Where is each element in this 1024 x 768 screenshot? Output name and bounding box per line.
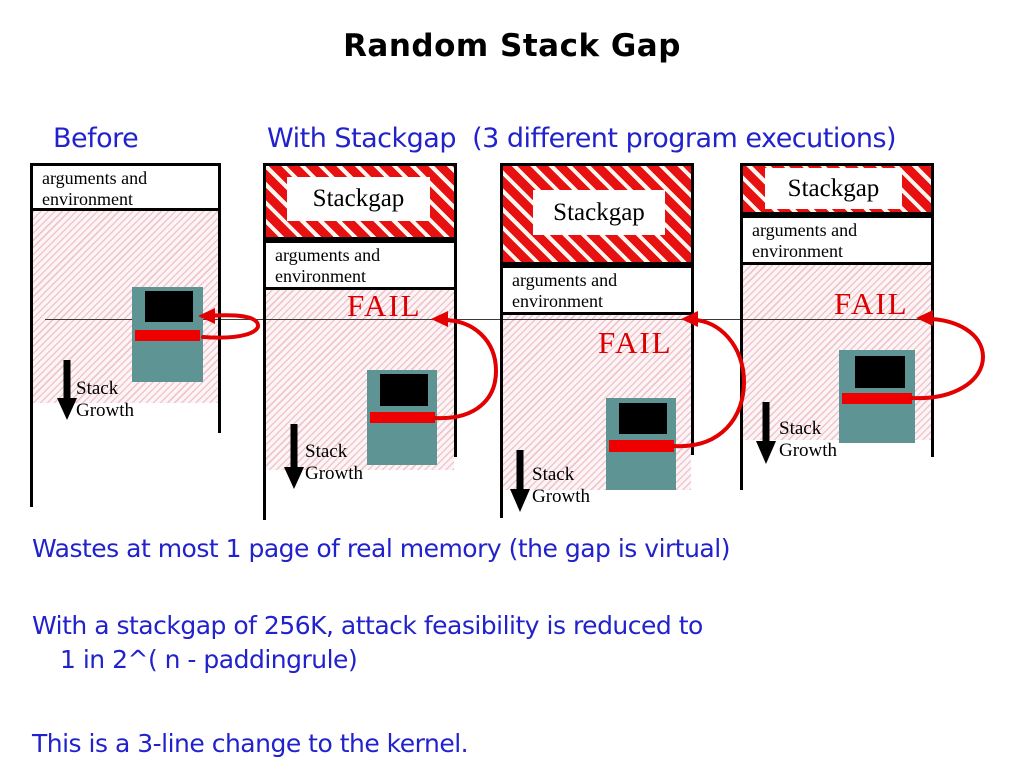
args-env-text: environment xyxy=(42,189,133,209)
args-env-text: environment xyxy=(275,266,366,286)
args-env-text: environment xyxy=(752,241,843,261)
args-env-text: arguments and xyxy=(512,270,618,290)
stack-growth-label: Stack Growth xyxy=(779,418,838,461)
stack-frame-icon xyxy=(367,370,437,465)
args-env-text: arguments and xyxy=(42,168,148,188)
args-env-box: arguments and environment xyxy=(263,240,457,290)
stack-frame-icon xyxy=(839,350,915,443)
stackgap-label: Stackgap xyxy=(287,177,430,221)
args-env-text: arguments and xyxy=(752,220,858,240)
column-left-border xyxy=(30,211,33,507)
stack-growth-label: Stack Growth xyxy=(76,378,135,421)
column-right-border xyxy=(454,290,457,457)
args-env-text: arguments and xyxy=(275,245,381,265)
note-kernel-change: This is a 3-line change to the kernel. xyxy=(32,729,469,758)
fail-label: FAIL xyxy=(347,288,422,323)
stackgap-box: Stackgap xyxy=(740,163,934,215)
overwritten-return-address xyxy=(609,440,674,452)
note-feasibility-line1: With a stackgap of 256K, attack feasibil… xyxy=(32,611,703,640)
column-right-border xyxy=(931,265,934,457)
stack-frame-icon xyxy=(132,287,203,382)
stackgap-label: Stackgap xyxy=(765,168,902,209)
slide-title: Random Stack Gap xyxy=(343,28,681,64)
column-right-border xyxy=(691,315,694,455)
stackgap-box: Stackgap xyxy=(500,163,694,265)
args-env-text: environment xyxy=(512,291,603,311)
with-stackgap-label: With Stackgap (3 different program execu… xyxy=(267,123,897,154)
args-env-box: arguments and environment xyxy=(30,163,221,211)
overwritten-return-address xyxy=(135,330,200,341)
column-left-border xyxy=(740,265,743,490)
injected-code-block xyxy=(145,291,193,322)
fail-label: FAIL xyxy=(834,286,909,321)
column-left-border xyxy=(263,290,266,520)
stack-growth-arrowhead-run3 xyxy=(756,441,776,464)
stack-growth-arrowhead-run2 xyxy=(510,489,530,512)
args-env-box: arguments and environment xyxy=(500,265,694,315)
stack-growth-label: Stack Growth xyxy=(305,441,364,484)
fail-label: FAIL xyxy=(598,325,673,360)
column-left-border xyxy=(500,315,503,518)
stackgap-label: Stackgap xyxy=(533,190,665,235)
before-label: Before xyxy=(53,123,139,154)
stack-growth-arrowhead-run1 xyxy=(284,467,304,489)
note-memory-waste: Wastes at most 1 page of real memory (th… xyxy=(32,534,730,563)
overwritten-return-address xyxy=(370,412,435,423)
note-feasibility-line2: 1 in 2^( n - paddingrule) xyxy=(60,645,358,674)
overwritten-return-address xyxy=(842,393,912,404)
injected-code-block xyxy=(380,374,428,406)
injected-code-block xyxy=(855,356,905,388)
stackgap-box: Stackgap xyxy=(263,163,457,240)
column-right-border xyxy=(218,211,221,433)
stack-frame-icon xyxy=(606,398,676,490)
stack-growth-label: Stack Growth xyxy=(532,464,591,507)
args-env-box: arguments and environment xyxy=(740,215,934,265)
injected-code-block xyxy=(619,403,667,434)
